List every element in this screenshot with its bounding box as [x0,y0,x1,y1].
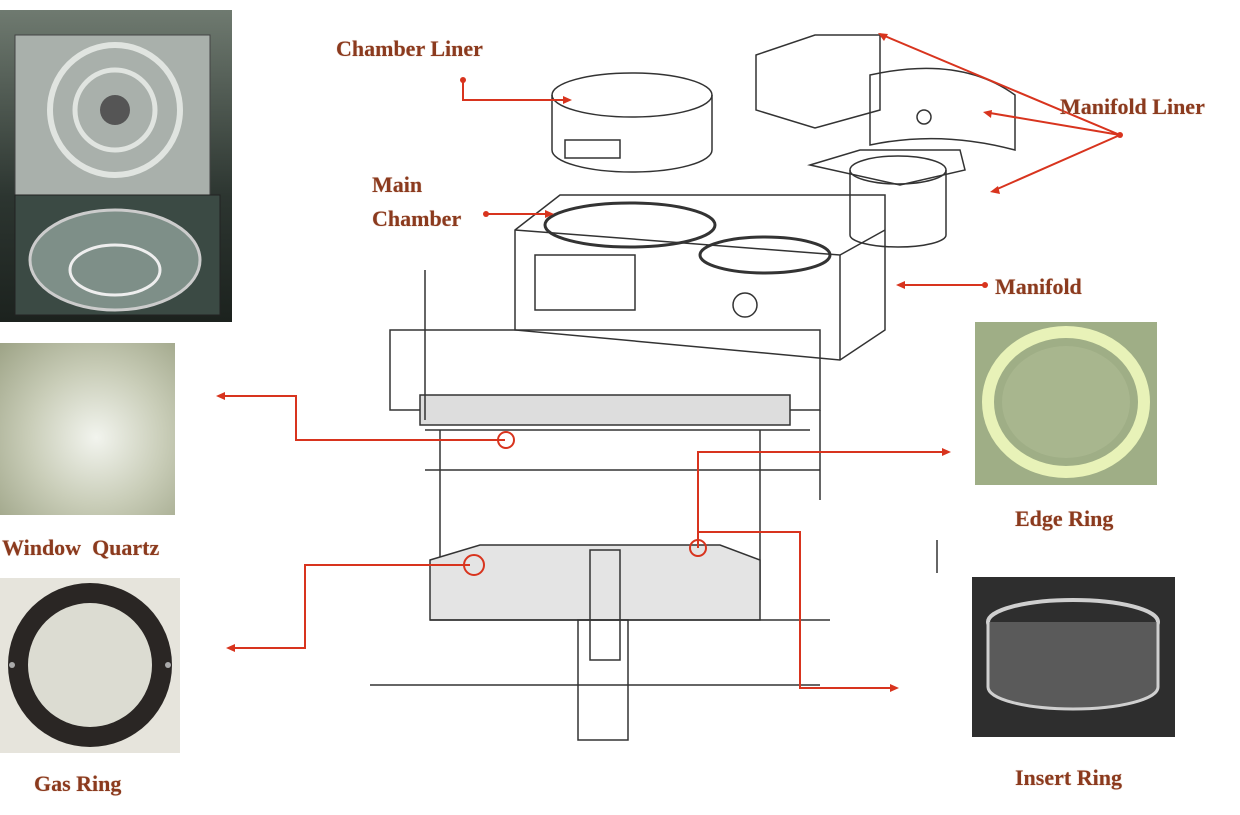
exploded-parts [370,34,1016,741]
label-manifold: Manifold [995,274,1082,299]
gas-ring-art [8,583,172,747]
chamber-photo [0,10,232,322]
label-main-chamber-line2: Chamber [372,206,462,231]
arrowheads [216,33,1123,692]
label-gas-ring: Gas Ring [34,771,122,796]
insert-ring-art [986,598,1160,711]
insert-ring-photo [972,577,1175,737]
callout-arrows [222,33,1121,689]
label-insert-ring: Insert Ring [1015,765,1122,790]
label-edge-ring: Edge Ring [1015,506,1114,531]
label-main-chamber-line1: Main [372,172,423,197]
edge-ring-photo [975,322,1157,485]
edge-ring-art [982,326,1150,478]
label-window-quartz: Window Quartz [2,535,160,560]
chamber-photo-art [14,34,221,316]
gas-ring-photo [0,578,180,753]
label-manifold-liner: Manifold Liner [1060,94,1205,119]
window-quartz-photo [0,343,175,515]
label-chamber-liner: Chamber Liner [336,36,483,61]
